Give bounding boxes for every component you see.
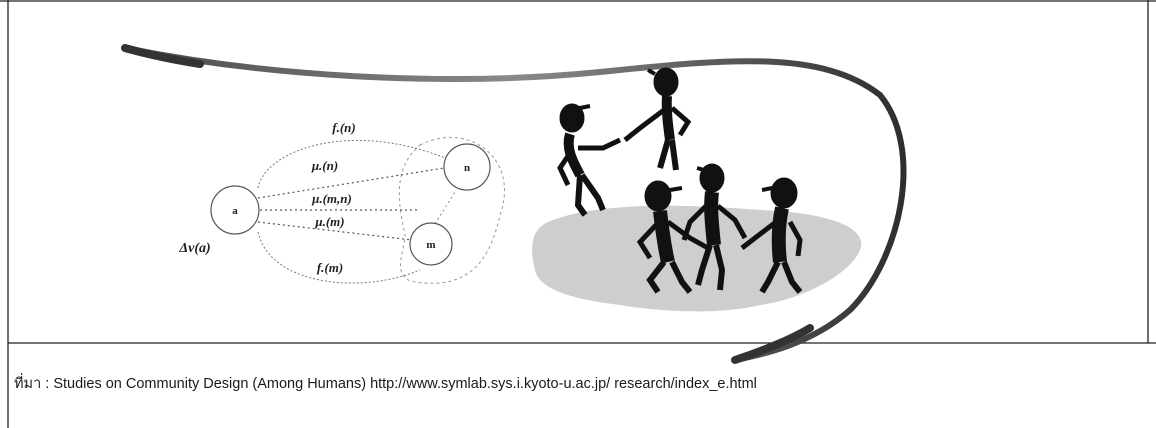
arc-upper [257,139,446,189]
person-figure [557,103,622,217]
person-figure [623,67,692,171]
person-figure [636,180,710,294]
svg-text:m: m [426,239,435,251]
svg-text:n: n [464,162,470,174]
edge-label-f-n: f.(n) [332,120,355,135]
caption-prefix: ที่มา [14,376,42,392]
edge-a-n [257,167,445,199]
decorative-swoosh [121,44,907,364]
edge-label-mu-mn: μ.(m,n) [311,191,352,206]
edge-label-mu-n: μ.(n) [311,158,338,173]
network-diagram: a n m f.(n) μ.(n) μ.(m,n) μ.(m) f.(m) Δv… [178,120,505,284]
node-value-label: Δv(a) [178,241,210,256]
edge-a-m [257,221,413,241]
arc-lower [257,231,421,284]
caption-text: : Studies on Community Design (Among Hum… [41,376,757,392]
person-figure [681,163,748,291]
people-illustration [532,67,862,312]
source-caption: ที่มา : Studies on Community Design (Amo… [14,372,757,395]
edge-m-n [434,191,456,225]
person-figure [740,177,803,294]
node-a: a [210,185,260,235]
edge-label-f-m: f.(m) [317,260,343,275]
node-n: n [443,143,491,191]
ground-shadow [532,205,862,312]
edge-label-mu-m: μ.(m) [314,214,344,229]
node-m: m [409,222,453,266]
svg-text:a: a [232,205,238,217]
group-boundary [398,136,505,284]
